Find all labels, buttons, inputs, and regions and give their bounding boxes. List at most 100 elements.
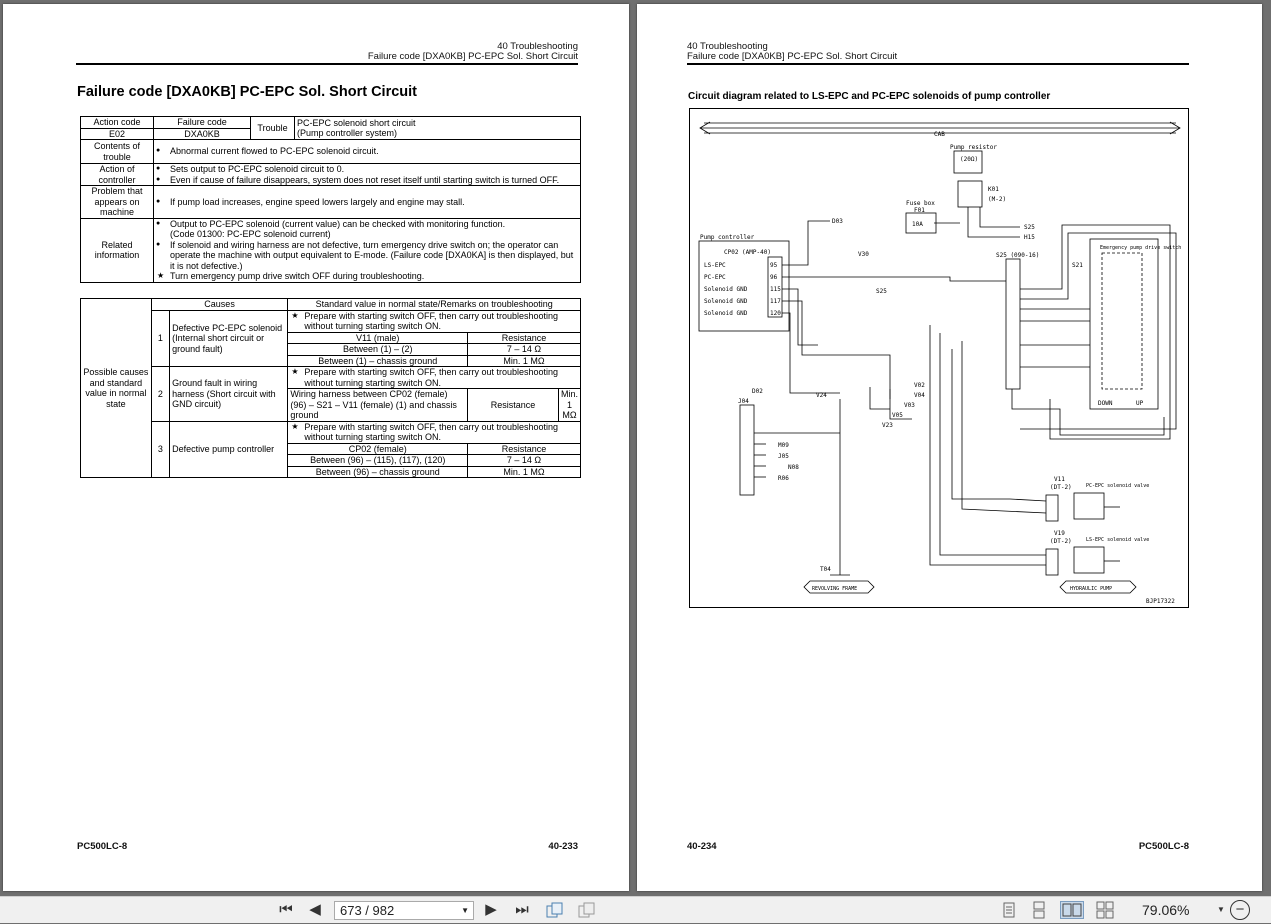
label-v23: V23 [882, 422, 893, 429]
label-pc-epc-valve: PC-EPC solenoid valve [1086, 483, 1149, 489]
label-t04: T04 [820, 566, 831, 573]
next-page-button[interactable]: ▶ [485, 901, 497, 918]
footer-model: PC500LC-8 [1138, 841, 1189, 852]
diagram-code: BJP17322 [1146, 598, 1175, 605]
zoom-dropdown-icon[interactable]: ▼ [1217, 905, 1225, 914]
related-text-1: Output to PC-EPC solenoid (current value… [156, 219, 578, 230]
single-page-view-icon[interactable] [1000, 901, 1018, 919]
header-line2: Failure code [DXA0KB] PC-EPC Sol. Short … [367, 51, 578, 62]
label-s25-15: S25 [876, 288, 887, 295]
action-code-label: Action code [80, 116, 154, 129]
label-v19-type: (DT-2) [1050, 538, 1072, 545]
label-up: UP [1136, 400, 1144, 407]
cause-1-note: Prepare with starting switch OFF, then c… [290, 311, 578, 332]
label-fuse-value: 10A [912, 221, 923, 228]
cause-1-row2-a: Between (1) – chassis ground [287, 354, 469, 367]
header-rule [76, 63, 578, 65]
label-j05: J05 [778, 453, 789, 460]
page-40-234: 40 Troubleshooting Failure code [DXA0KB]… [637, 4, 1262, 891]
page-number-value: 673 / 982 [340, 903, 395, 918]
label-v03: V03 [904, 402, 915, 409]
label-ls-epc-valve: LS-EPC solenoid valve [1086, 537, 1149, 543]
cause-1-row2-b: Min. 1 MΩ [467, 354, 581, 367]
action-label: Action of controller [80, 163, 154, 186]
label-hydraulic-pump: HYDRAULIC PUMP [1070, 586, 1112, 592]
cause-3-row2-b: Min. 1 MΩ [467, 465, 581, 478]
problem-text: If pump load increases, engine speed low… [156, 197, 578, 208]
continuous-view-icon[interactable] [1030, 901, 1048, 919]
label-v11-type: (DT-2) [1050, 484, 1072, 491]
cause-3-note: Prepare with starting switch OFF, then c… [290, 422, 578, 443]
zoom-level[interactable]: 79.06% [1142, 902, 1190, 918]
label-d02: D02 [752, 388, 763, 395]
diagram-title: Circuit diagram related to LS-EPC and PC… [688, 91, 1051, 102]
first-page-button[interactable]: ⏮ [279, 901, 293, 918]
failure-info-table: Action code Failure code Trouble PC-EPC … [80, 116, 581, 283]
action-text-1: Sets output to PC-EPC solenoid circuit t… [156, 164, 578, 175]
label-v19: V19 [1054, 530, 1065, 537]
contents-label: Contents of trouble [80, 139, 154, 164]
label-revolving-frame: REVOLVING FRAME [812, 586, 857, 592]
zoom-out-button[interactable]: − [1230, 900, 1250, 920]
cause-1-col2: Resistance [467, 331, 581, 344]
label-k01-type: (M-2) [988, 196, 1006, 203]
pin-label-3: Solenoid GND [704, 286, 748, 293]
label-cp02: CP02 (AMP-40) [724, 249, 771, 256]
label-v24: V24 [816, 392, 827, 399]
cause-3-number: 3 [150, 420, 171, 478]
circuit-diagram: CAB Pump resistor (20Ω) K01 (M-2) Fuse b… [689, 108, 1189, 608]
label-pump-resistor-value: (20Ω) [960, 156, 978, 163]
footer-page-number: 40-233 [548, 841, 578, 852]
related-label: Related information [80, 217, 154, 283]
label-j04: J04 [738, 398, 749, 405]
pin-num-4: 117 [770, 298, 781, 305]
cause-3-row1-b: 7 – 14 Ω [467, 454, 581, 467]
cause-3-text: Defective pump controller [169, 420, 289, 478]
cause-2-number: 2 [150, 366, 171, 422]
action-text-2: Even if cause of failure disappears, sys… [156, 175, 578, 186]
related-text-3: Turn emergency pump drive switch OFF dur… [156, 271, 578, 282]
two-page-view-icon[interactable] [1060, 901, 1084, 919]
label-pump-controller: Pump controller [700, 234, 755, 241]
chevron-down-icon[interactable]: ▼ [461, 906, 469, 915]
pin-label-4: Solenoid GND [704, 298, 748, 305]
footer-model: PC500LC-8 [77, 841, 128, 852]
rotate-left-icon[interactable] [543, 901, 567, 919]
causes-header: Causes [150, 298, 289, 311]
document-viewer: 40 Troubleshooting Failure code [DXA0KB]… [0, 0, 1271, 896]
label-s21: S21 [1072, 262, 1083, 269]
label-cab: CAB [934, 131, 945, 138]
navigation-toolbar: ⏮ ◀ 673 / 982 ▼ ▶ ⏭ 79.06% ▼ − [0, 896, 1271, 923]
cause-1-row1-a: Between (1) – (2) [287, 343, 469, 356]
pin-label-2: PC-EPC [704, 274, 726, 281]
page-number-input[interactable]: 673 / 982 ▼ [334, 901, 474, 920]
rotate-right-icon[interactable] [575, 901, 599, 919]
trouble-text-1: PC-EPC solenoid short circuit [297, 117, 416, 128]
cause-3-col2: Resistance [467, 442, 581, 455]
contents-text: Abnormal current flowed to PC-EPC soleno… [156, 146, 578, 157]
causes-table: Possible causes and standard value in no… [80, 298, 582, 478]
page-header: 40 Troubleshooting Failure code [DXA0KB]… [687, 42, 897, 62]
cause-1-row1-b: 7 – 14 Ω [467, 343, 581, 356]
cause-2-row-b: Resistance [467, 388, 559, 422]
label-n08: N08 [788, 464, 799, 471]
previous-page-button[interactable]: ◀ [309, 901, 321, 918]
label-down: DOWN [1098, 400, 1113, 407]
pin-num-3: 115 [770, 286, 781, 293]
label-h15: H15 [1024, 234, 1035, 241]
two-page-continuous-icon[interactable] [1094, 901, 1116, 919]
cause-3-row2-a: Between (96) – chassis ground [287, 465, 469, 478]
header-line1: 40 Troubleshooting [497, 41, 578, 52]
causes-side-label: Possible causes and standard value in no… [80, 298, 152, 478]
problem-label: Problem that appears on machine [80, 185, 154, 219]
cause-1-col1: V11 (male) [287, 331, 469, 344]
footer-page-number: 40-234 [687, 841, 717, 852]
cause-3-row1-a: Between (96) – (115), (117), (120) [287, 454, 469, 467]
pin-label-5: Solenoid GND [704, 310, 748, 317]
label-v04: V04 [914, 392, 925, 399]
last-page-button[interactable]: ⏭ [515, 901, 529, 918]
failure-code: DXA0KB [153, 127, 251, 140]
label-emergency-switch: Emergency pump drive switch [1100, 245, 1181, 251]
trouble-text: PC-EPC solenoid short circuit (Pump cont… [294, 116, 581, 140]
page-header: 40 Troubleshooting Failure code [DXA0KB]… [368, 42, 578, 62]
